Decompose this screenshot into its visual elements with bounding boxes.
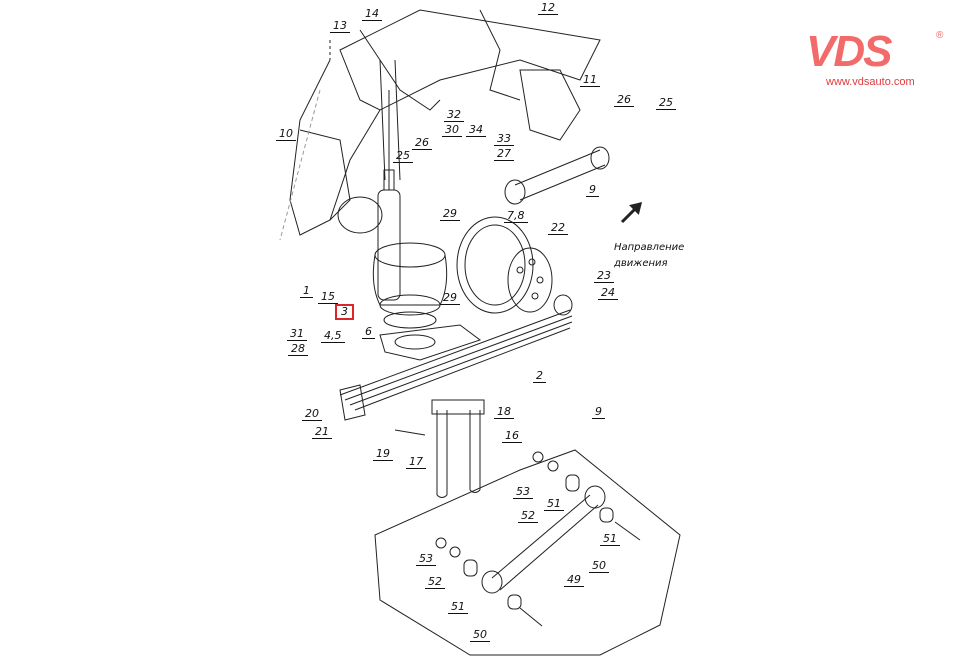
callout: 25 xyxy=(656,97,676,110)
callout: 20 xyxy=(302,408,322,421)
callout: 33 xyxy=(494,133,514,146)
callout: 9 xyxy=(586,184,599,197)
callout: 12 xyxy=(538,2,558,15)
callout: 21 xyxy=(312,426,332,439)
callout: 52 xyxy=(518,510,538,523)
leaf-spring xyxy=(339,294,573,421)
callout: 50 xyxy=(589,560,609,573)
callout: 27 xyxy=(494,148,514,161)
callout: 52 xyxy=(425,576,445,589)
callout: 2 xyxy=(533,370,546,383)
callout: 7,8 xyxy=(504,210,528,223)
callout: 32 xyxy=(444,109,464,122)
callout: 51 xyxy=(544,498,564,511)
direction-line-1: Направление xyxy=(614,242,685,253)
callout: 26 xyxy=(412,137,432,150)
callout: 10 xyxy=(276,128,296,141)
callout: 15 xyxy=(318,291,338,304)
callout: 19 xyxy=(373,448,393,461)
callout: 29 xyxy=(440,292,460,305)
callout: 16 xyxy=(502,430,522,443)
callout: 18 xyxy=(494,406,514,419)
logo-wordmark: VDS xyxy=(806,27,892,76)
callout: 50 xyxy=(470,629,490,642)
callout: 25 xyxy=(393,150,413,163)
callout: 53 xyxy=(513,486,533,499)
callout: 14 xyxy=(362,8,382,21)
callout: 24 xyxy=(598,287,618,300)
vds-logo: VDS ® www.vdsauto.com xyxy=(806,27,946,89)
callout: 51 xyxy=(600,533,620,546)
registered-mark: ® xyxy=(936,30,944,41)
callout: 22 xyxy=(548,222,568,235)
brake-drum xyxy=(456,216,553,314)
direction-arrow xyxy=(620,201,643,224)
callout: 30 xyxy=(442,124,462,137)
inset-outline xyxy=(374,449,681,656)
highlighted-callout[interactable]: 3 xyxy=(335,304,354,320)
shock-absorber xyxy=(377,90,401,301)
callout: 11 xyxy=(580,74,600,87)
callout: 53 xyxy=(416,553,436,566)
direction-label: Направление движения xyxy=(614,240,684,272)
air-spring xyxy=(372,242,448,329)
callout: 26 xyxy=(614,94,634,107)
callout: 1 xyxy=(300,285,313,298)
callout: 23 xyxy=(594,270,614,283)
u-bolts xyxy=(394,399,485,498)
callout: 13 xyxy=(330,20,350,33)
callout: 49 xyxy=(564,574,584,587)
direction-line-2: движения xyxy=(614,258,668,269)
callout: 51 xyxy=(448,601,468,614)
upper-torque-rod xyxy=(504,146,610,205)
chassis-frame xyxy=(279,9,601,241)
logo-url[interactable]: www.vdsauto.com xyxy=(826,76,915,88)
callout: 29 xyxy=(440,208,460,221)
callout: 6 xyxy=(362,326,375,339)
callout: 34 xyxy=(466,124,486,137)
torque-rod-detail xyxy=(435,451,641,627)
callout: 28 xyxy=(288,343,308,356)
callout: 17 xyxy=(406,456,426,469)
callout: 9 xyxy=(592,406,605,419)
callout: 4,5 xyxy=(321,330,345,343)
callout: 31 xyxy=(287,328,307,341)
